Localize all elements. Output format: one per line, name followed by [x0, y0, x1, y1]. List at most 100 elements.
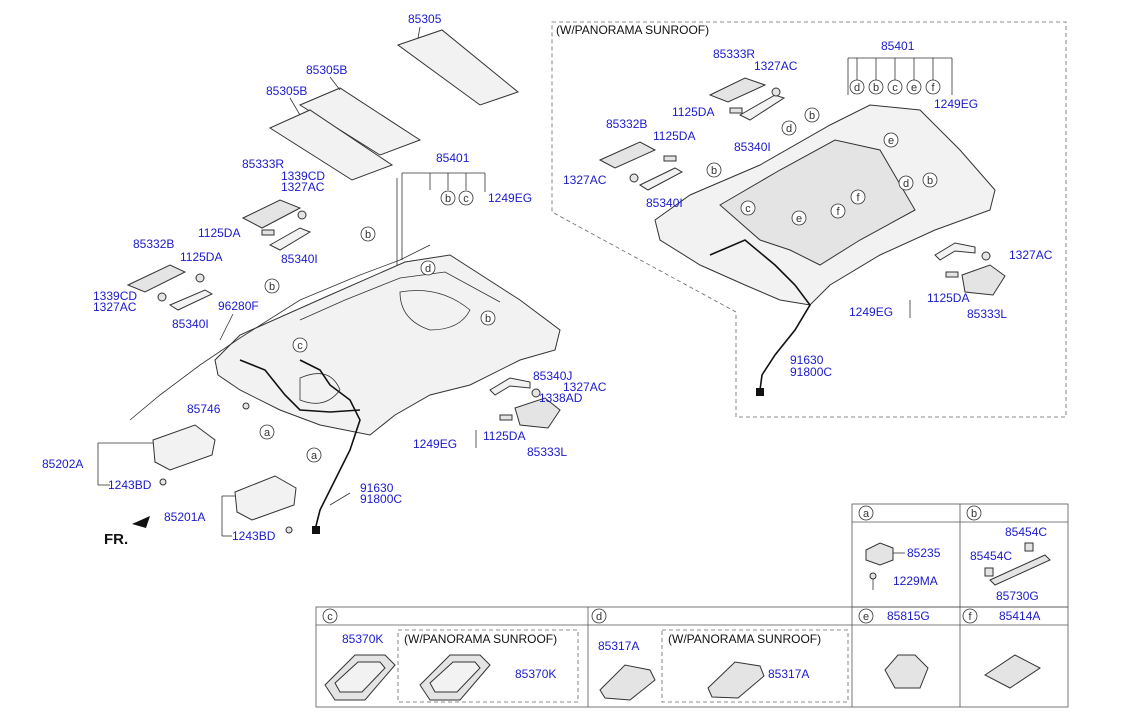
- screw-1125da-upper[interactable]: [261, 229, 275, 236]
- panorama-handle-85340i-upper[interactable]: [738, 94, 786, 121]
- label-85340i-2[interactable]: 85340I: [172, 317, 209, 331]
- pano-label-1327ac-2[interactable]: 1327AC: [563, 173, 607, 187]
- label-85333l[interactable]: 85333L: [527, 445, 567, 459]
- table-d-85317a-1[interactable]: 85317A: [598, 639, 639, 653]
- grab-handle-85340j[interactable]: [489, 377, 531, 396]
- table-a-85235[interactable]: 85235: [907, 546, 941, 560]
- bolt-1243bd-1[interactable]: [159, 478, 167, 486]
- pano-label-85333l[interactable]: 85333L: [967, 307, 1007, 321]
- svg-text:b: b: [711, 165, 717, 177]
- label-1249eg-1[interactable]: 1249EG: [488, 191, 532, 205]
- clip-1327ac-lower[interactable]: [157, 292, 167, 302]
- pano-label-91800c[interactable]: 91800C: [790, 365, 832, 379]
- clip-1327ac-right[interactable]: [531, 388, 541, 398]
- clip-1327ac-upper[interactable]: [297, 210, 307, 220]
- label-1327ac-2[interactable]: 1327AC: [93, 300, 137, 314]
- table-b-85730g[interactable]: 85730G: [996, 589, 1039, 603]
- panorama-bracket-85333r[interactable]: [708, 77, 767, 103]
- label-1327ac-1[interactable]: 1327AC: [281, 180, 325, 194]
- label-85340i-1[interactable]: 85340I: [281, 252, 318, 266]
- table-c-85370k-1[interactable]: 85370K: [342, 632, 383, 646]
- label-85332b[interactable]: 85332B: [133, 237, 174, 251]
- label-1125da-3[interactable]: 1125DA: [483, 429, 525, 443]
- pano-label-1249eg-1[interactable]: 1249EG: [934, 97, 978, 111]
- label-85305[interactable]: 85305: [408, 12, 442, 26]
- panorama-clip-1327ac-1[interactable]: [771, 87, 781, 97]
- label-85333r[interactable]: 85333R: [242, 157, 284, 171]
- label-85401[interactable]: 85401: [436, 151, 470, 165]
- panorama-screw-1[interactable]: [729, 107, 743, 114]
- label-85201a[interactable]: 85201A: [164, 510, 205, 524]
- label-1243bd-2[interactable]: 1243BD: [232, 529, 276, 543]
- clip-85746[interactable]: [242, 402, 250, 410]
- svg-text:b: b: [485, 313, 491, 325]
- panorama-bracket-85333l[interactable]: [961, 264, 1006, 296]
- callout-c-1: [458, 190, 474, 206]
- label-85746[interactable]: 85746: [187, 402, 221, 416]
- label-85305b-2[interactable]: 85305B: [266, 84, 307, 98]
- svg-text:e: e: [888, 135, 894, 147]
- screw-1125da-right[interactable]: [499, 414, 513, 421]
- pano-label-85340i-1[interactable]: 85340I: [734, 140, 771, 154]
- panorama-screw-2[interactable]: [663, 155, 677, 162]
- panorama-clip-1327ac-3[interactable]: [981, 251, 991, 261]
- bracket-85333l[interactable]: [514, 397, 561, 429]
- pano-label-85332b[interactable]: 85332B: [606, 117, 647, 131]
- svg-text:f: f: [931, 82, 935, 94]
- panorama-headliner[interactable]: [654, 104, 996, 306]
- pano-label-1249eg-2[interactable]: 1249EG: [849, 305, 893, 319]
- leader-lines-left: [97, 172, 486, 537]
- label-1338ad[interactable]: 1338AD: [539, 391, 583, 405]
- screw-1125da[interactable]: [195, 273, 205, 283]
- roof-pad-85305b-upper[interactable]: [298, 87, 422, 156]
- pano-label-1327ac-3[interactable]: 1327AC: [1009, 248, 1053, 262]
- pano-label-85333r[interactable]: 85333R: [713, 47, 755, 61]
- sunvisor-85202a[interactable]: [152, 424, 216, 471]
- sunvisor-85201a[interactable]: [234, 475, 297, 521]
- label-1125da-1[interactable]: 1125DA: [198, 226, 240, 240]
- pano-label-1327ac-1[interactable]: 1327AC: [754, 59, 798, 73]
- table-e-85815g[interactable]: 85815G: [887, 609, 930, 623]
- label-1249eg-2[interactable]: 1249EG: [413, 437, 457, 451]
- grab-handle-85340i-lower[interactable]: [168, 289, 214, 311]
- bracket-85332b[interactable]: [126, 264, 187, 293]
- label-1339cd-2[interactable]: 1339CD: [93, 289, 137, 303]
- pano-label-85340i-2[interactable]: 85340I: [646, 196, 683, 210]
- pano-label-85401[interactable]: 85401: [881, 39, 915, 53]
- roof-pad-85305b-lower[interactable]: [268, 109, 394, 181]
- grab-handle-85340i-upper[interactable]: [268, 227, 312, 251]
- panorama-bracket-85332b[interactable]: [598, 141, 657, 169]
- label-1327ac-3[interactable]: 1327AC: [563, 380, 607, 394]
- label-1339cd-1[interactable]: 1339CD: [281, 169, 325, 183]
- panorama-screw-3[interactable]: [945, 271, 959, 278]
- roof-pad-85305[interactable]: [396, 29, 520, 106]
- panorama-handle-right[interactable]: [934, 242, 976, 261]
- panorama-handle-85340i-lower[interactable]: [638, 167, 684, 191]
- pano-label-1125da-3[interactable]: 1125DA: [927, 291, 969, 305]
- bracket-85333r[interactable]: [241, 199, 302, 229]
- callout-b-4: [480, 310, 496, 326]
- table-c-85370k-2[interactable]: 85370K: [515, 667, 556, 681]
- svg-text:e: e: [863, 611, 869, 623]
- label-85305b-1[interactable]: 85305B: [306, 63, 347, 77]
- table-b-85454c-2[interactable]: 85454C: [970, 549, 1012, 563]
- table-f-85414a[interactable]: 85414A: [999, 609, 1040, 623]
- label-85340j[interactable]: 85340J: [533, 369, 572, 383]
- label-1243bd-1[interactable]: 1243BD: [108, 478, 152, 492]
- headliner-main[interactable]: [214, 254, 561, 436]
- table-b-85454c-1[interactable]: 85454C: [1005, 525, 1047, 539]
- pano-label-1125da-1[interactable]: 1125DA: [672, 105, 714, 119]
- label-91630[interactable]: 91630: [360, 481, 394, 495]
- table-d-85317a-2[interactable]: 85317A: [768, 667, 809, 681]
- label-85202a[interactable]: 85202A: [42, 457, 83, 471]
- pano-label-91630[interactable]: 91630: [790, 353, 824, 367]
- panorama-clip-1327ac-2[interactable]: [629, 173, 639, 183]
- label-1125da-2[interactable]: 1125DA: [180, 250, 222, 264]
- bolt-1243bd-2[interactable]: [285, 526, 293, 534]
- label-91800c[interactable]: 91800C: [360, 492, 402, 506]
- label-96280f[interactable]: 96280F: [218, 299, 259, 313]
- table-a-1229ma[interactable]: 1229MA: [893, 574, 938, 588]
- pano-label-1125da-2[interactable]: 1125DA: [653, 129, 695, 143]
